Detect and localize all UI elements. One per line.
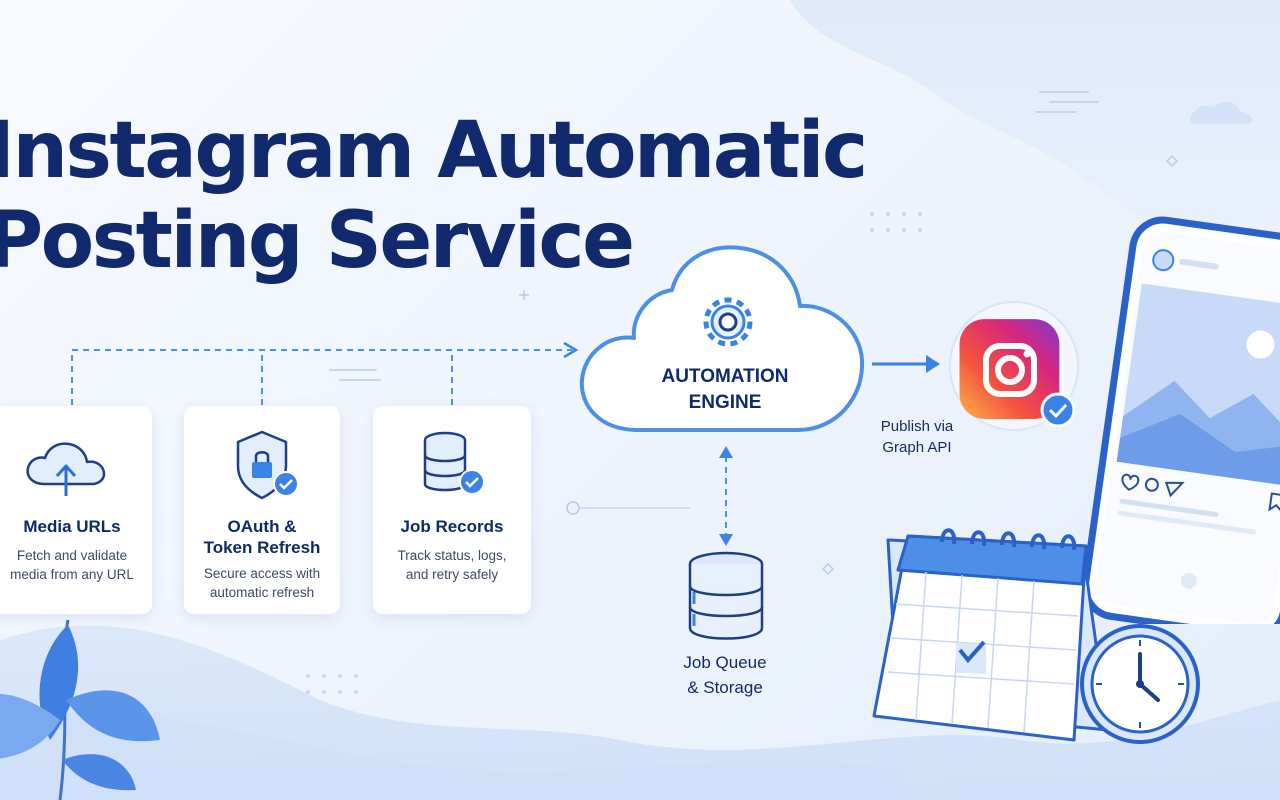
card-desc-line2: and retry safely (405, 567, 499, 582)
card-desc-line1: Track status, logs, (397, 548, 507, 563)
publish-label: Publish via Graph API (862, 416, 972, 458)
engine-label-line2: ENGINE (688, 392, 762, 413)
card-title-line2: Token Refresh (203, 538, 321, 557)
card-title-line1: OAuth & (227, 517, 297, 536)
cloud-upload-icon (0, 426, 152, 510)
card-desc-line2: media from any URL (10, 567, 134, 582)
engine-label-line1: AUTOMATION (661, 366, 789, 387)
automation-engine-cloud (579, 245, 865, 432)
card-desc-line1: Fetch and validate (16, 548, 128, 563)
queue-label: Job Queue & Storage (650, 650, 800, 700)
card-title: Media URLs (23, 517, 121, 536)
clock-icon (1080, 624, 1200, 744)
queue-label-line2: & Storage (687, 678, 763, 697)
leaves-decor (0, 619, 160, 800)
queue-label-line1: Job Queue (683, 653, 767, 672)
engine-label: AUTOMATION ENGINE (640, 364, 810, 416)
publish-label-line2: Graph API (882, 439, 952, 456)
card-job-records: Job Records Track status, logs, and retr… (373, 406, 531, 614)
phone-mockup (1081, 216, 1280, 624)
card-desc-line1: Secure access with (203, 566, 321, 581)
card-title: Job Records (400, 517, 504, 536)
gear-icon (703, 297, 753, 347)
shield-lock-icon (184, 426, 340, 510)
page-title-line1: Instagram Automatic (0, 106, 868, 196)
instagram-logo (949, 301, 1079, 431)
card-desc-line2: automatic refresh (209, 585, 315, 600)
calendar-icon (872, 528, 1110, 742)
database-icon (688, 551, 764, 640)
card-oauth: OAuth & Token Refresh Secure access with… (184, 406, 340, 614)
card-media-urls: Media URLs Fetch and validate media from… (0, 406, 152, 614)
publish-label-line1: Publish via (880, 418, 954, 435)
database-check-icon (373, 426, 531, 510)
page-title-line2: Posting Service (0, 196, 635, 286)
